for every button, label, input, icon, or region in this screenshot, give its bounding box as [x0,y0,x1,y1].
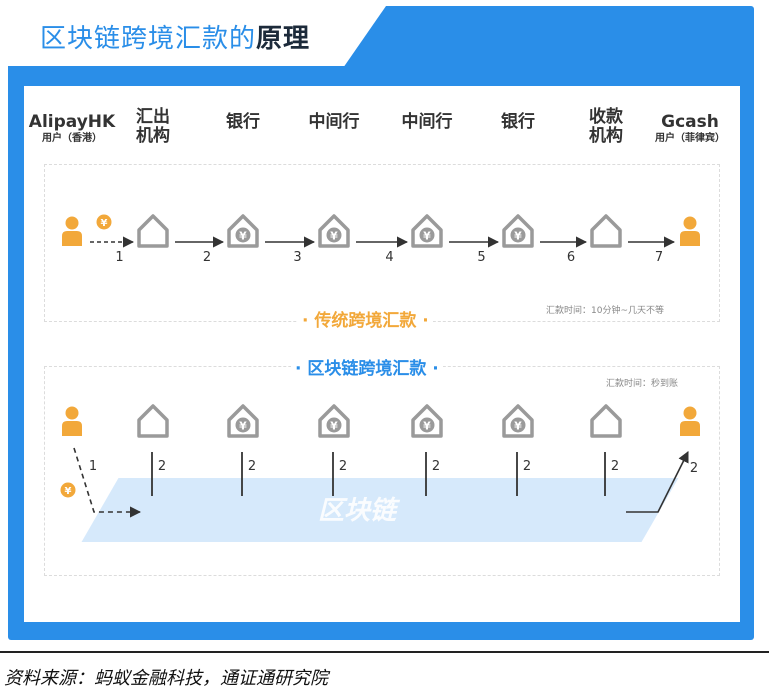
house-icon [137,214,169,248]
column-header-6: 收款 机构 [558,108,654,146]
column-label: 中间行 [308,112,360,132]
house-icon [137,404,169,438]
bank-icon: ¥ [411,404,443,438]
step-number: 2 [248,459,256,474]
diagram-title: 区块链跨境汇款的原理 [40,18,310,55]
column-label: 银行 [226,112,260,132]
yuan-coin-symbol: ¥ [101,218,108,229]
traditional-time-note: 汇款时间：10分钟~几天不等 [546,306,664,316]
step-number: 5 [477,250,485,265]
bank-icon: ¥ [411,214,443,248]
column-label: 中间行 [401,112,453,132]
step-number: 1 [115,250,123,265]
column-header-4: 中间行 [379,113,475,132]
bank-icon: ¥ [318,404,350,438]
column-sublabel: 用户（香港） [42,133,102,144]
yuan-symbol: ¥ [423,420,431,433]
column-label: 银行 [501,112,535,132]
yuan-coin-symbol: ¥ [65,486,72,497]
column-header-3: 中间行 [286,113,382,132]
step-number: 3 [293,250,301,265]
traditional-label: · 传统跨境汇款 · [298,306,433,331]
step-number: 2 [611,459,619,474]
step-number: 2 [339,459,347,474]
yuan-coin-icon [60,482,76,498]
person-icon [62,406,82,436]
step-number: 2 [432,459,440,474]
house-icon [590,404,622,438]
yuan-symbol: ¥ [330,230,338,243]
person-icon [62,216,82,246]
bank-icon: ¥ [227,404,259,438]
column-label: AlipayHK [28,112,116,132]
bank-icon: ¥ [502,214,534,248]
yuan-symbol: ¥ [514,230,522,243]
step-number: 2 [690,461,698,476]
source-note: 资料来源：蚂蚁金融科技，通证通研究院 [4,668,328,689]
step-number: 2 [203,250,211,265]
source-divider [0,651,769,653]
house-icon [590,214,622,248]
blockchain-label: · 区块链跨境汇款 · [291,354,443,379]
title-bold: 原理 [256,24,311,54]
bank-icon: ¥ [502,404,534,438]
arrow-icon [626,450,689,513]
arrow-icon [73,447,142,518]
step-number: 1 [89,459,97,474]
yuan-coin-icon [96,214,112,230]
step-number: 7 [655,250,663,265]
step-number: 2 [523,459,531,474]
column-header-1: 汇出 机构 [105,108,201,146]
step-number: 2 [158,459,166,474]
column-sublabel: 用户（菲律宾） [655,133,725,144]
yuan-symbol: ¥ [423,230,431,243]
person-icon [680,406,700,436]
person-icon [680,216,700,246]
yuan-symbol: ¥ [239,230,247,243]
column-label: 收款 机构 [589,107,623,146]
title-tab [8,6,386,66]
column-label: 汇出 机构 [136,107,170,146]
column-label: Gcash [661,112,719,132]
yuan-symbol: ¥ [514,420,522,433]
column-header-5: 银行 [470,113,566,132]
yuan-symbol: ¥ [330,420,338,433]
step-number: 6 [567,250,575,265]
blockchain-band-label: 区块链 [318,496,397,526]
title-main: 区块链跨境汇款的 [40,24,257,54]
bank-icon: ¥ [227,214,259,248]
blockchain-time-note: 汇款时间：秒到账 [606,379,679,389]
yuan-symbol: ¥ [239,420,247,433]
step-number: 4 [385,250,393,265]
column-header-2: 银行 [195,113,291,132]
bank-icon: ¥ [318,214,350,248]
